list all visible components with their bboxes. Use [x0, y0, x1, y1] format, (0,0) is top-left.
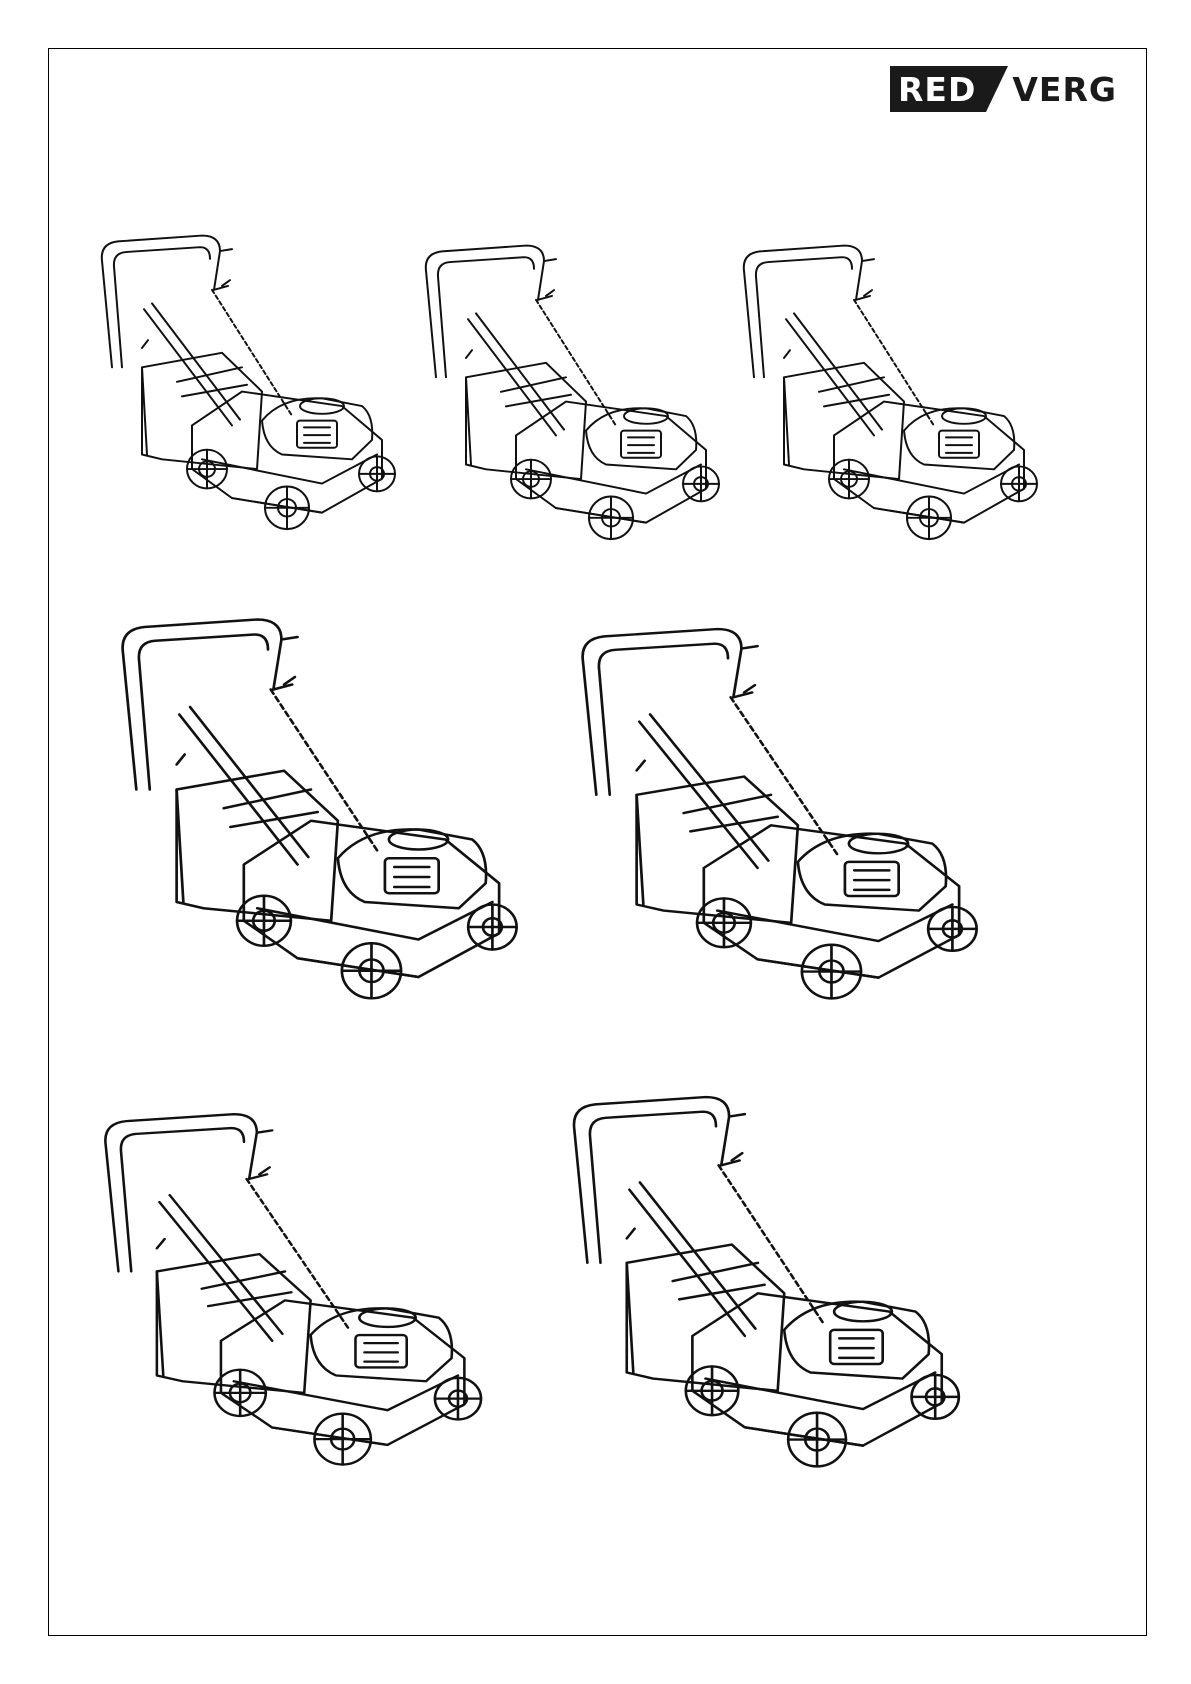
- logo-text-red: RED: [898, 70, 976, 109]
- logo-red-box: RED: [890, 66, 986, 112]
- lawn-mower-illustration: [82, 222, 402, 532]
- lawn-mower-illustration: [724, 232, 1044, 542]
- logo-text-verg: VERG: [1012, 70, 1117, 109]
- lawn-mower-illustration: [556, 612, 986, 1002]
- lawn-mower-illustration: [96, 602, 526, 1002]
- lawn-mower-illustration: [80, 1098, 490, 1468]
- lawn-mower-illustration: [406, 232, 726, 542]
- lawn-mower-illustration: [548, 1080, 968, 1470]
- brand-logo: RED VERG: [890, 66, 1106, 112]
